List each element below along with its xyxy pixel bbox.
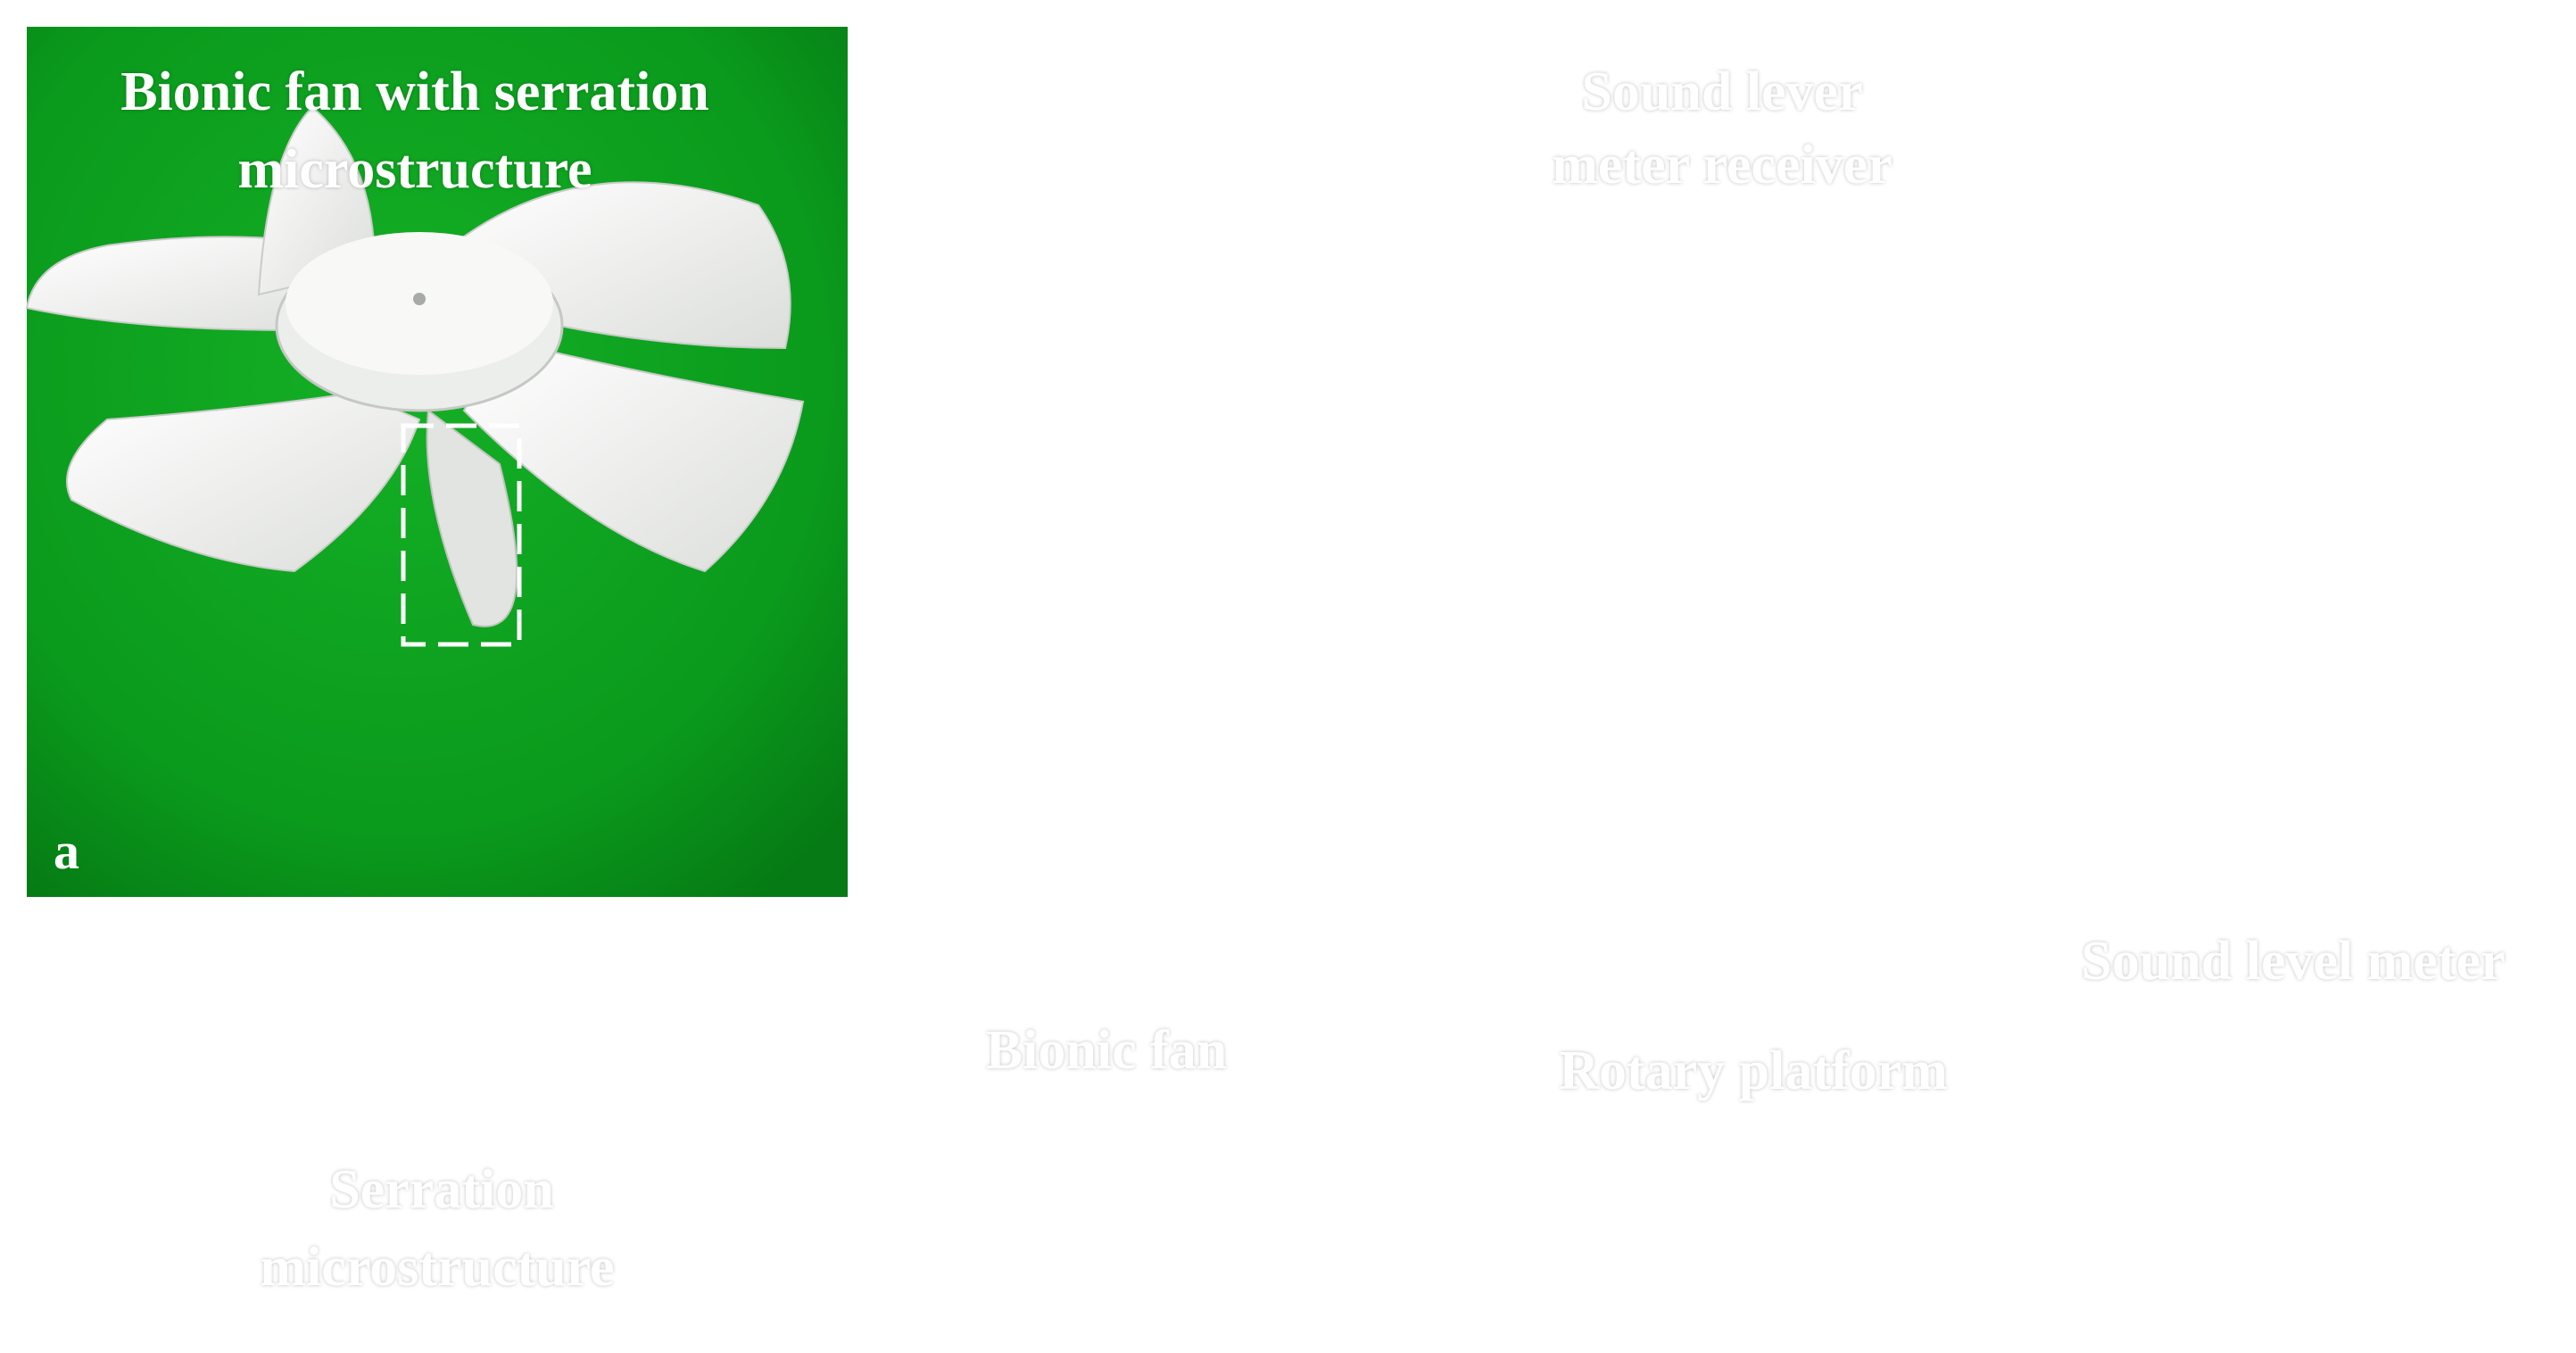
sound-level-meter-label: Sound level meter	[2081, 931, 2506, 992]
fan-photo	[25, 105, 805, 627]
fan-blade	[66, 391, 421, 573]
panel-a	[25, 27, 848, 897]
fan-blade	[462, 337, 805, 573]
panel-a-letter: a	[54, 822, 79, 880]
panel-b-letter: b	[54, 1237, 83, 1295]
fan-blade	[426, 409, 518, 627]
panel-b-label-line1: Serration	[329, 1159, 554, 1220]
detail-box-a	[401, 423, 522, 647]
fan-hub-center	[413, 293, 426, 305]
panel-c-letter: c	[883, 1237, 907, 1295]
receiver-label-line2: meter receiver	[1552, 135, 1893, 195]
panel-b-label-line2: microstructure	[260, 1237, 615, 1298]
receiver-label-line1: Sound lever	[1581, 62, 1863, 122]
panel-a-title-line1: Bionic fan with serration	[120, 62, 709, 122]
bionic-fan-label: Bionic fan	[985, 1020, 1228, 1081]
rotary-platform-label: Rotary platform	[1559, 1041, 1948, 1101]
panel-a-title-line2: microstructure	[237, 139, 592, 200]
